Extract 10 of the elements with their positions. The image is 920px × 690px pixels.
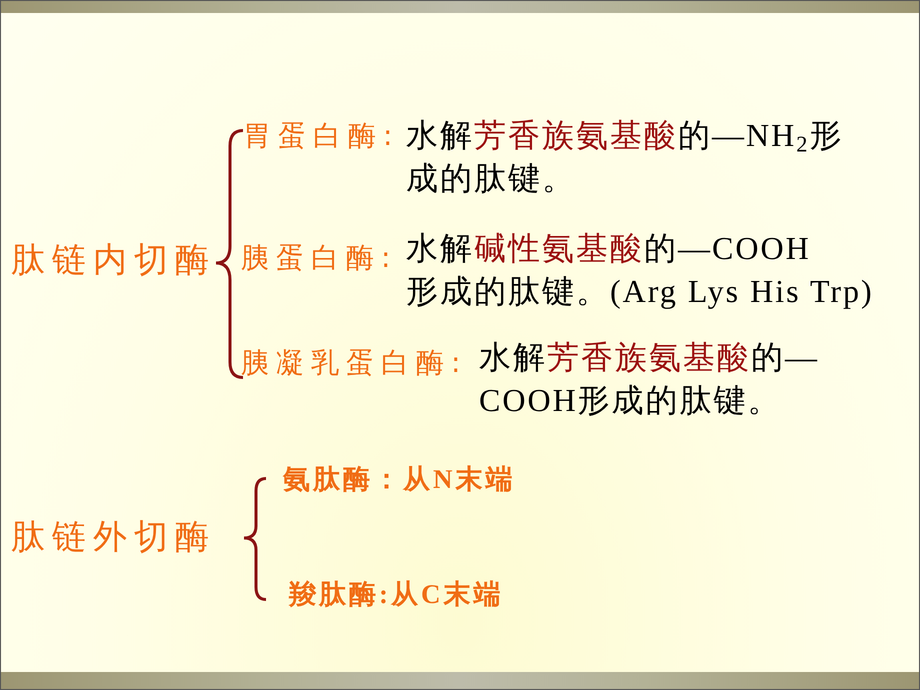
enzyme-label: 胰凝乳蛋白酶:	[241, 346, 468, 380]
description-text: 水解芳香族氨基酸的—NH$_{2}$形成的肽键。	[406, 116, 844, 198]
enzyme-label: 羧肽酶:从C末端	[289, 578, 504, 610]
category-label: 肽链外切酶	[11, 517, 216, 558]
category-label: 肽链内切酶	[11, 240, 216, 281]
enzyme-label: 胰蛋白酶:	[241, 241, 398, 275]
enzyme-label: 胃蛋白酶:	[243, 119, 400, 153]
enzyme-label: 氨肽酶：从N末端	[283, 463, 516, 496]
description-text: 水解碱性氨基酸的—COOH形成的肽键。(Arg Lys His Trp)	[406, 229, 874, 311]
description-text: 水解芳香族氨基酸的—COOH形成的肽键。	[479, 338, 819, 420]
